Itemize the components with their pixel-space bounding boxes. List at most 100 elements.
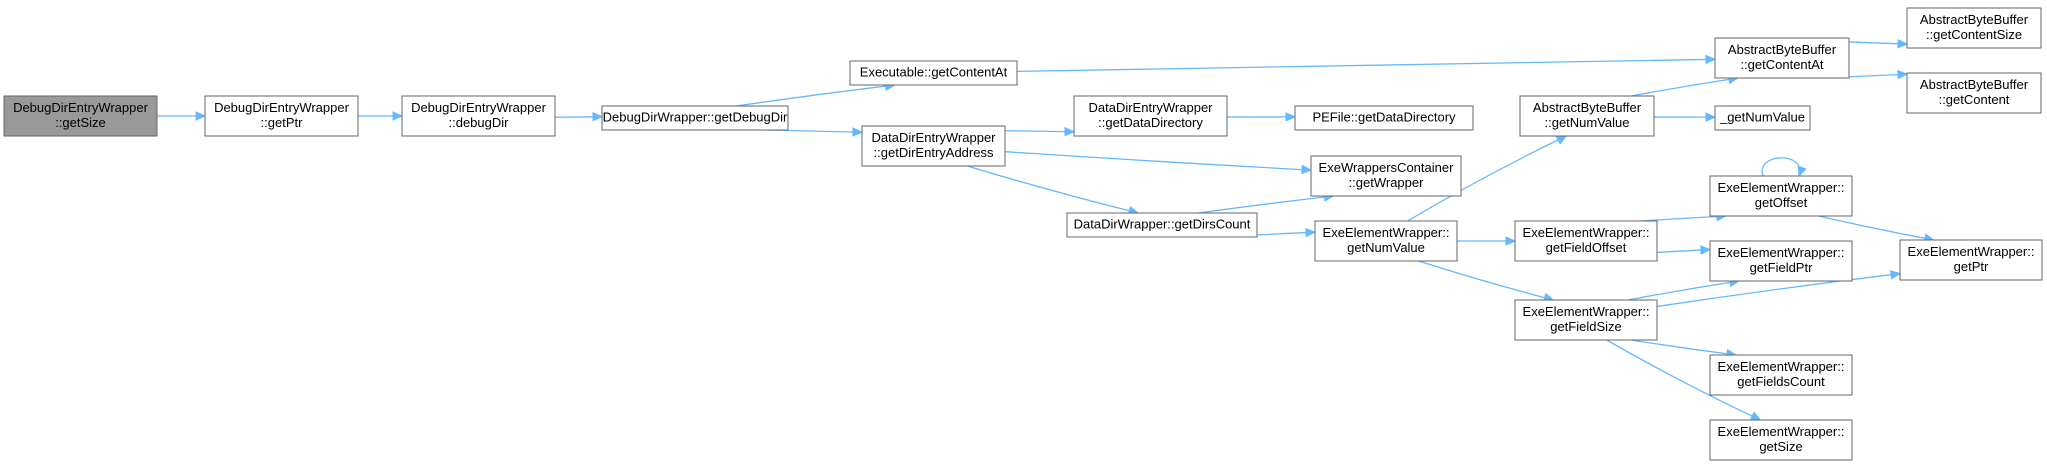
- edge-n1-n2: [357, 111, 404, 121]
- edge-n2-n3: [554, 112, 604, 122]
- node-label: DataDirEntryWrapper: [1088, 100, 1213, 115]
- node-box: [1714, 105, 1811, 131]
- node-datadirentrywrapper-getdirentryaddress[interactable]: DataDirEntryWrapper::getDirEntryAddress: [861, 125, 1006, 167]
- node-exeelementwrapper-getptr[interactable]: ExeElementWrapper::getPtr: [1899, 239, 2043, 281]
- edges-layer: [156, 38, 1936, 421]
- node-label: Executable::getContentAt: [860, 65, 1008, 80]
- node-debugdirentrywrapper-debugdir[interactable]: DebugDirEntryWrapper::debugDir: [401, 95, 556, 137]
- node-label: ::getContent: [1939, 92, 2010, 107]
- edge-n16-n19: [1656, 245, 1712, 255]
- node-abstractbytebuffer-getnumvalue[interactable]: AbstractByteBuffer::getNumValue: [1519, 95, 1655, 137]
- node-exeelementwrapper-getnumvalue[interactable]: ExeElementWrapper::getNumValue: [1314, 220, 1458, 262]
- node-exeelementwrapper-getfieldoffset[interactable]: ExeElementWrapper::getFieldOffset: [1514, 220, 1658, 262]
- node-box: [1899, 239, 2043, 281]
- node-label: getFieldPtr: [1750, 260, 1814, 275]
- node-label: ExeElementWrapper::: [1908, 244, 2035, 259]
- node-box: [1073, 95, 1228, 137]
- node-label: ::debugDir: [449, 115, 510, 130]
- node-label: ExeElementWrapper::: [1523, 304, 1650, 319]
- node-label: ::getNumValue: [1544, 115, 1629, 130]
- node-label: ::getContentAt: [1740, 57, 1823, 72]
- node-box: [1709, 175, 1853, 217]
- node-label: ::getContentSize: [1926, 27, 2022, 42]
- edge-n5-n6: [1004, 126, 1076, 137]
- edge-n18-n18: [1761, 157, 1807, 178]
- node-label: AbstractByteBuffer: [1728, 42, 1837, 57]
- node-box: [849, 60, 1018, 86]
- edge-n10-n17: [1418, 260, 1555, 302]
- node-box: [1066, 212, 1258, 238]
- node-label: ::getPtr: [261, 115, 304, 130]
- node-label: ::getSize: [55, 115, 106, 130]
- edge-n5-n9: [1004, 151, 1313, 175]
- node-label: ::getDataDirectory: [1098, 115, 1203, 130]
- node-box: [204, 95, 359, 137]
- edge-n11-n13: [1653, 112, 1717, 122]
- node-label: ExeElementWrapper::: [1718, 359, 1845, 374]
- node-box: [601, 105, 789, 131]
- node-abstractbytebuffer-getcontentat[interactable]: AbstractByteBuffer::getContentAt: [1714, 37, 1850, 79]
- edge-n3-n4: [736, 81, 896, 107]
- node-abstractbytebuffer-getcontent[interactable]: AbstractByteBuffer::getContent: [1906, 72, 2042, 114]
- node-label: ::getDirEntryAddress: [874, 145, 994, 160]
- node-label: getOffset: [1755, 195, 1808, 210]
- node-label: AbstractByteBuffer: [1920, 12, 2029, 27]
- edge-n12-n14: [1848, 38, 1909, 49]
- node-datadirentrywrapper-getdatadirectory[interactable]: DataDirEntryWrapper::getDataDirectory: [1073, 95, 1228, 137]
- edge-n17-n20: [1656, 270, 1902, 308]
- node-exeelementwrapper-getsize[interactable]: ExeElementWrapper::getSize: [1709, 419, 1853, 461]
- node-debugdirentrywrapper-getsize: DebugDirEntryWrapper::getSize: [3, 95, 158, 137]
- edge-n11-n12: [1631, 74, 1740, 97]
- edge-n6-n8: [1226, 112, 1297, 122]
- node-label: ExeElementWrapper::: [1323, 225, 1450, 240]
- edge-n0-n1: [156, 111, 207, 121]
- node-label: ExeWrappersContainer: [1319, 160, 1455, 175]
- node-label: getFieldSize: [1550, 319, 1622, 334]
- node-label: getNumValue: [1347, 240, 1425, 255]
- node-box: [1709, 419, 1853, 461]
- node-pefile-getdatadirectory[interactable]: PEFile::getDataDirectory: [1294, 105, 1474, 131]
- node-executable-getcontentat[interactable]: Executable::getContentAt: [849, 60, 1018, 86]
- node-exeelementwrapper-getfieldscount[interactable]: ExeElementWrapper::getFieldsCount: [1709, 354, 1853, 396]
- node-label: ExeElementWrapper::: [1523, 225, 1650, 240]
- node-label: AbstractByteBuffer: [1920, 77, 2029, 92]
- node-debugdirwrapper-getdebugdir[interactable]: DebugDirWrapper::getDebugDir: [601, 105, 789, 131]
- node-box: [1709, 354, 1853, 396]
- node-box: [1514, 220, 1658, 262]
- edge-n5-n7: [967, 165, 1140, 216]
- edge-n10-n16: [1457, 236, 1517, 246]
- node-label: DataDirWrapper::getDirsCount: [1074, 217, 1251, 232]
- node-exewrapperscontainer-getwrapper[interactable]: ExeWrappersContainer::getWrapper: [1310, 155, 1462, 197]
- node-label: ::getWrapper: [1349, 175, 1425, 190]
- node-label: getSize: [1759, 439, 1802, 454]
- node-box: [1294, 105, 1474, 131]
- node-label: _getNumValue: [1719, 110, 1805, 125]
- edge-n12-n15: [1848, 69, 1909, 80]
- node-label: PEFile::getDataDirectory: [1312, 110, 1456, 125]
- node-label: DebugDirEntryWrapper: [13, 100, 149, 115]
- node-getnumvalue[interactable]: _getNumValue: [1714, 105, 1811, 131]
- nodes-layer: DebugDirEntryWrapper::getSizeDebugDirEnt…: [3, 7, 2043, 461]
- node-datadirwrapper-getdirscount[interactable]: DataDirWrapper::getDirsCount: [1066, 212, 1258, 238]
- node-exeelementwrapper-getfieldptr[interactable]: ExeElementWrapper::getFieldPtr: [1709, 240, 1853, 282]
- node-label: getPtr: [1954, 259, 1989, 274]
- edge-n4-n12: [1016, 54, 1717, 73]
- node-box: [1310, 155, 1462, 197]
- node-box: [1314, 220, 1458, 262]
- node-label: ExeElementWrapper::: [1718, 424, 1845, 439]
- node-label: getFieldsCount: [1737, 374, 1825, 389]
- node-abstractbytebuffer-getcontentsize[interactable]: AbstractByteBuffer::getContentSize: [1906, 7, 2042, 49]
- node-box: [861, 125, 1006, 167]
- node-exeelementwrapper-getfieldsize[interactable]: ExeElementWrapper::getFieldSize: [1514, 299, 1658, 341]
- node-box: [1709, 240, 1853, 282]
- node-box: [401, 95, 556, 137]
- node-debugdirentrywrapper-getptr[interactable]: DebugDirEntryWrapper::getPtr: [204, 95, 359, 137]
- node-box: [1906, 72, 2042, 114]
- node-exeelementwrapper-getoffset[interactable]: ExeElementWrapper::getOffset: [1709, 175, 1853, 217]
- edge-n18-n20: [1818, 215, 1936, 243]
- node-box: [3, 95, 158, 137]
- node-label: ExeElementWrapper::: [1718, 245, 1845, 260]
- node-box: [1519, 95, 1655, 137]
- node-label: getFieldOffset: [1546, 240, 1627, 255]
